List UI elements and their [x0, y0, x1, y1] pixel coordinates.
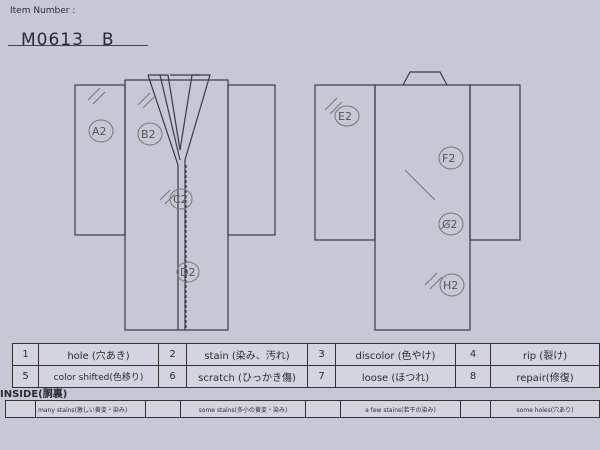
inside-option: many stains(激しい黄変・染み) — [35, 400, 146, 418]
inside-checkbox[interactable] — [145, 400, 181, 418]
legend-label: color shifted(色移り) — [38, 365, 159, 388]
mark-f: F2 — [442, 152, 455, 165]
inside-checkbox[interactable] — [460, 400, 491, 418]
kimono-diagram: A2 B2 C2 D2 E2 F2 G2 H2 — [74, 71, 521, 331]
inside-option: some holes(穴あり) — [490, 400, 600, 418]
inside-option: a few stains(若干の染み) — [340, 400, 461, 418]
legend-num: 2 — [158, 343, 187, 366]
legend-label: hole (穴あき) — [38, 343, 159, 366]
inside-checkbox[interactable] — [5, 400, 36, 418]
legend-label: scratch (ひっかき傷) — [186, 365, 308, 388]
legend-label: repair(修復) — [490, 365, 600, 388]
mark-h: H2 — [443, 279, 458, 292]
mark-e: E2 — [338, 110, 352, 123]
hand-marks — [87, 87, 465, 297]
legend-num: 6 — [158, 365, 187, 388]
divider — [8, 45, 148, 46]
inside-option: some stains(多小の黄変・染み) — [180, 400, 306, 418]
legend-num: 3 — [307, 343, 336, 366]
mark-g: G2 — [442, 218, 458, 231]
legend-label: rip (裂け) — [490, 343, 600, 366]
mark-c: C2 — [173, 193, 188, 206]
legend-num: 5 — [12, 365, 39, 388]
inside-heading: INSIDE(胴裏) — [0, 389, 68, 400]
legend-num: 8 — [455, 365, 491, 388]
inside-checkbox[interactable] — [305, 400, 341, 418]
item-number-label: Item Number : — [10, 6, 76, 16]
mark-b: B2 — [141, 128, 156, 141]
legend-label: discolor (色やけ) — [335, 343, 456, 366]
legend-num: 4 — [455, 343, 491, 366]
mark-d: D2 — [180, 266, 195, 279]
legend-label: stain (染み、汚れ) — [186, 343, 308, 366]
mark-a: A2 — [92, 125, 107, 138]
legend-num: 7 — [307, 365, 336, 388]
back-kimono — [314, 71, 521, 331]
legend-num: 1 — [12, 343, 39, 366]
legend-label: loose (ほつれ) — [335, 365, 456, 388]
